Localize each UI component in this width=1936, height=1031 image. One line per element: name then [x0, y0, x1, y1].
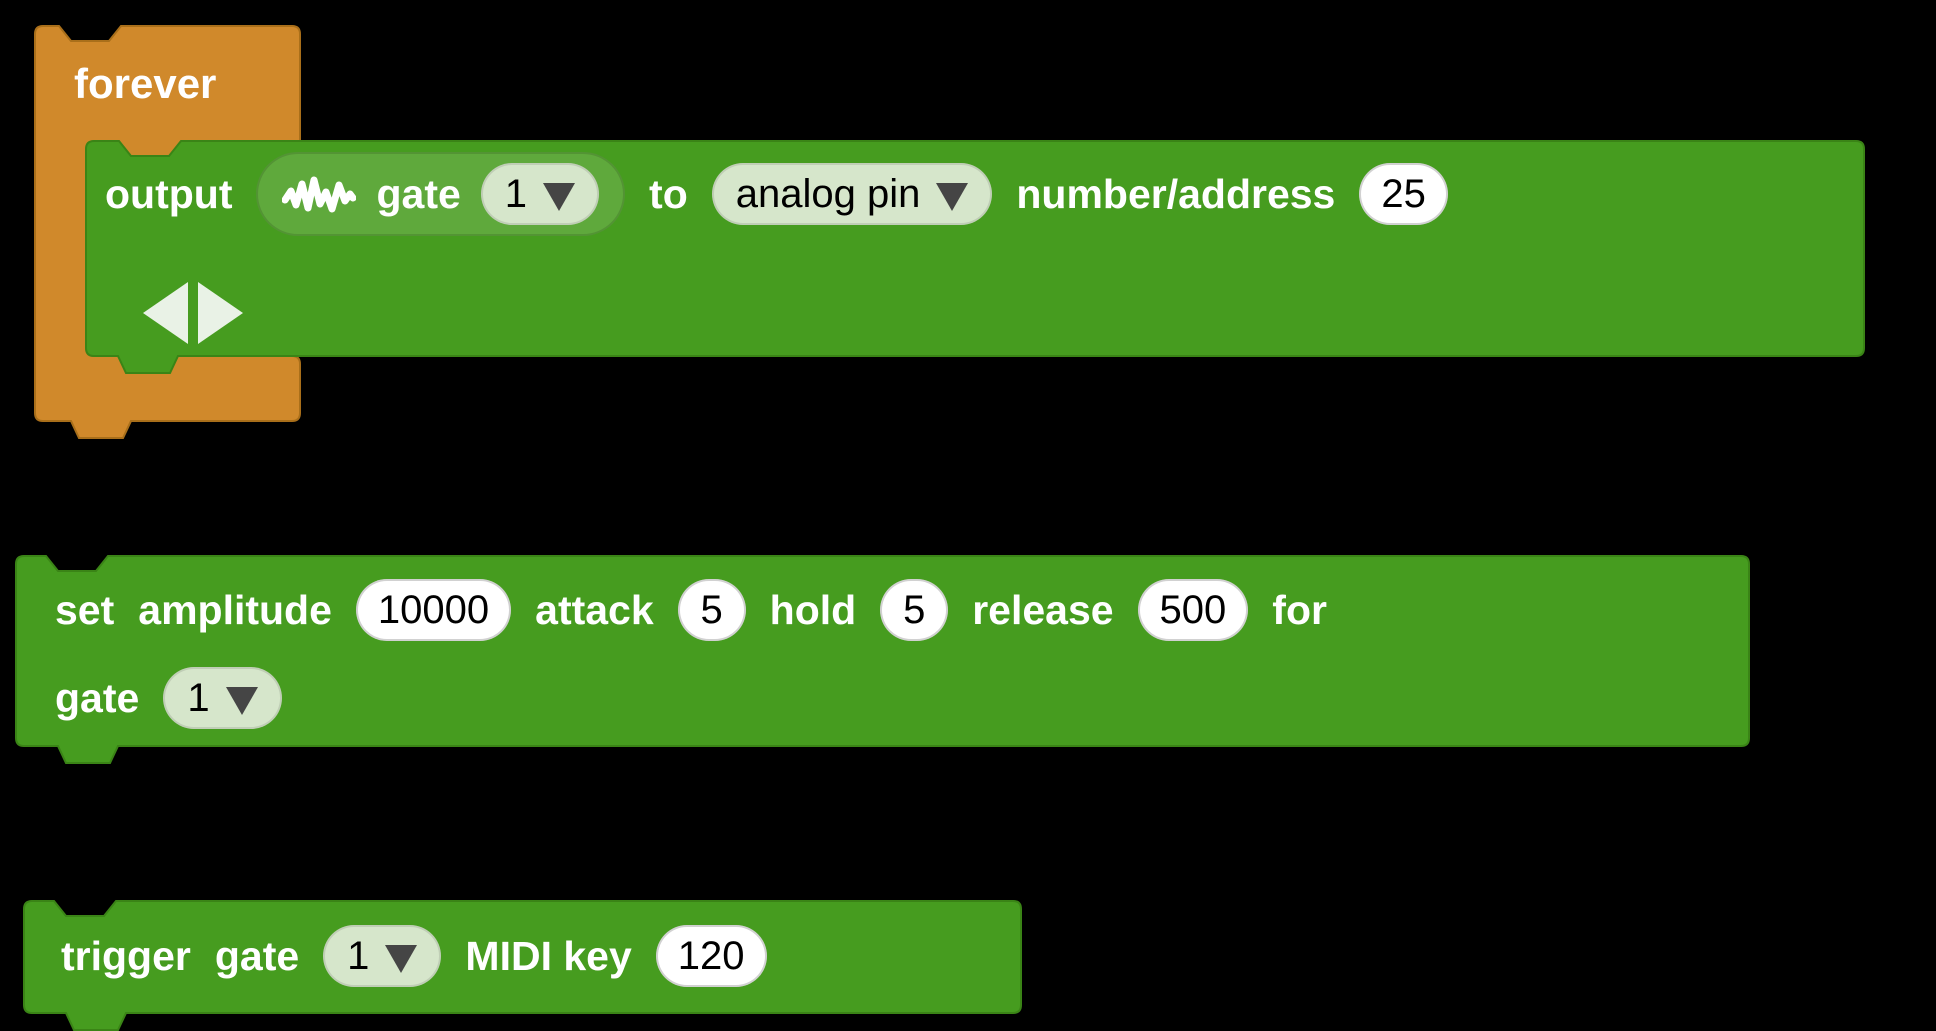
- gate-label: gate: [55, 674, 140, 721]
- set-label: set: [55, 586, 115, 633]
- chevron-down-icon: [543, 183, 576, 211]
- waveform-icon: [282, 176, 357, 213]
- to-label: to: [649, 170, 688, 217]
- midi-key-label: MIDI key: [465, 932, 632, 979]
- forever-label: forever: [74, 60, 217, 107]
- release-label: release: [972, 586, 1114, 633]
- amplitude-input-value: 10000: [377, 587, 490, 632]
- amplitude-label: amplitude: [138, 586, 332, 633]
- reporter-gate-dropdown[interactable]: 1: [480, 163, 600, 225]
- output-target-dropdown-value: analog pin: [735, 171, 921, 216]
- attack-label: attack: [535, 586, 654, 633]
- chevron-down-icon: [936, 183, 969, 211]
- envelope-gate-dropdown[interactable]: 1: [163, 667, 282, 729]
- output-label: output: [105, 170, 233, 217]
- envelope-gate-dropdown-value: 1: [187, 675, 210, 720]
- address-input[interactable]: 25: [1359, 163, 1448, 225]
- midi-key-input[interactable]: 120: [655, 925, 767, 987]
- for-label: for: [1272, 586, 1327, 633]
- hold-label: hold: [769, 586, 857, 633]
- hold-input-value: 5: [903, 587, 926, 632]
- midi-key-input-value: 120: [677, 933, 745, 978]
- set-envelope-block[interactable]: set amplitude 10000 attack 5 hold 5 rele…: [15, 555, 1750, 764]
- release-input[interactable]: 500: [1137, 579, 1249, 641]
- trigger-gate-dropdown-value: 1: [347, 933, 370, 978]
- output-block[interactable]: output gate 1 to analog pin number/addre…: [85, 140, 1865, 374]
- trigger-gate-dropdown[interactable]: 1: [323, 925, 442, 987]
- attack-input-value: 5: [700, 587, 723, 632]
- trigger-gate-block[interactable]: trigger gate 1 MIDI key 120: [23, 900, 1022, 1031]
- output-target-dropdown[interactable]: analog pin: [711, 163, 993, 225]
- add-input-arrow-icon[interactable]: [198, 282, 243, 344]
- chevron-down-icon: [225, 687, 258, 715]
- hold-input[interactable]: 5: [880, 579, 949, 641]
- reporter-gate-label: gate: [376, 170, 461, 217]
- remove-input-arrow-icon[interactable]: [143, 282, 188, 344]
- chevron-down-icon: [385, 945, 418, 973]
- release-input-value: 500: [1159, 587, 1227, 632]
- address-input-value: 25: [1381, 171, 1426, 216]
- trigger-label: trigger: [61, 932, 191, 979]
- amplitude-input[interactable]: 10000: [355, 579, 512, 641]
- reporter-gate-dropdown-value: 1: [504, 171, 528, 216]
- attack-input[interactable]: 5: [677, 579, 746, 641]
- gate-label: gate: [214, 932, 300, 979]
- gate-reporter[interactable]: gate 1: [256, 152, 626, 236]
- number-address-label: number/address: [1016, 170, 1336, 217]
